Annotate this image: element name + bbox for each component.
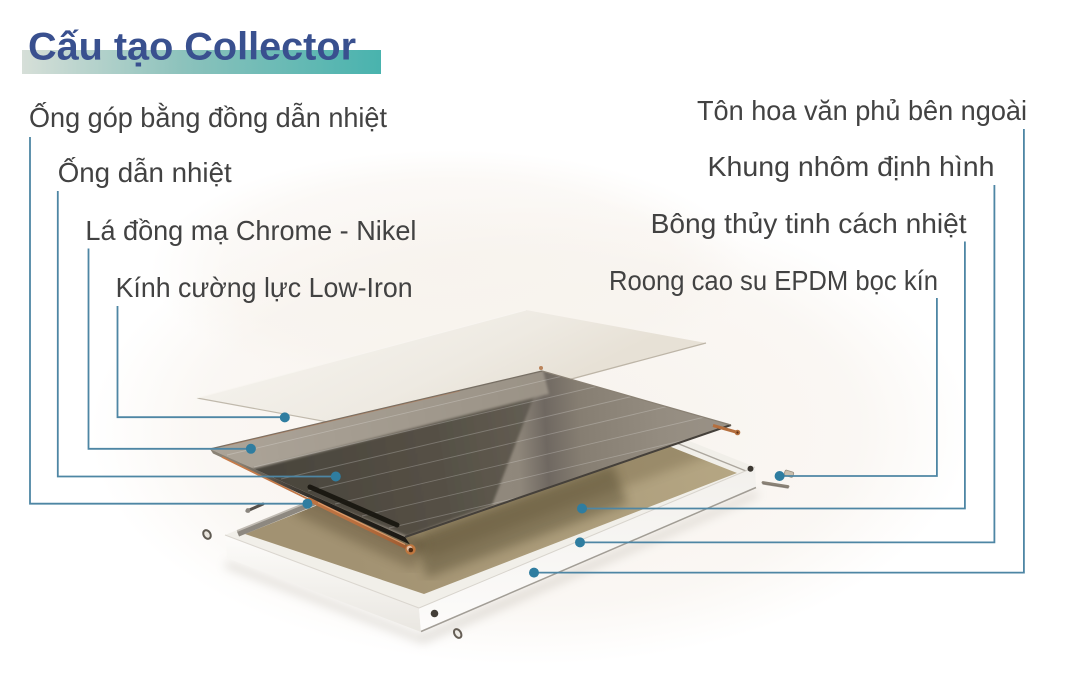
svg-text:Tôn hoa văn phủ bên ngoài: Tôn hoa văn phủ bên ngoài bbox=[697, 95, 1027, 126]
svg-text:Bông thủy tinh cách nhiệt: Bông thủy tinh cách nhiệt bbox=[651, 208, 967, 239]
svg-text:Kính cường lực Low-Iron: Kính cường lực Low-Iron bbox=[116, 272, 413, 303]
svg-text:Roong cao su EPDM bọc kín: Roong cao su EPDM bọc kín bbox=[609, 265, 938, 296]
svg-text:Cấu tạo Collector: Cấu tạo Collector bbox=[28, 26, 356, 69]
svg-text:Lá đồng mạ Chrome - Nikel: Lá đồng mạ Chrome - Nikel bbox=[85, 215, 416, 246]
svg-text:Khung nhôm định hình: Khung nhôm định hình bbox=[708, 151, 995, 182]
svg-text:Ống dẫn nhiệt: Ống dẫn nhiệt bbox=[58, 156, 232, 188]
svg-text:Ống góp bằng đồng dẫn nhiệt: Ống góp bằng đồng dẫn nhiệt bbox=[29, 101, 387, 133]
